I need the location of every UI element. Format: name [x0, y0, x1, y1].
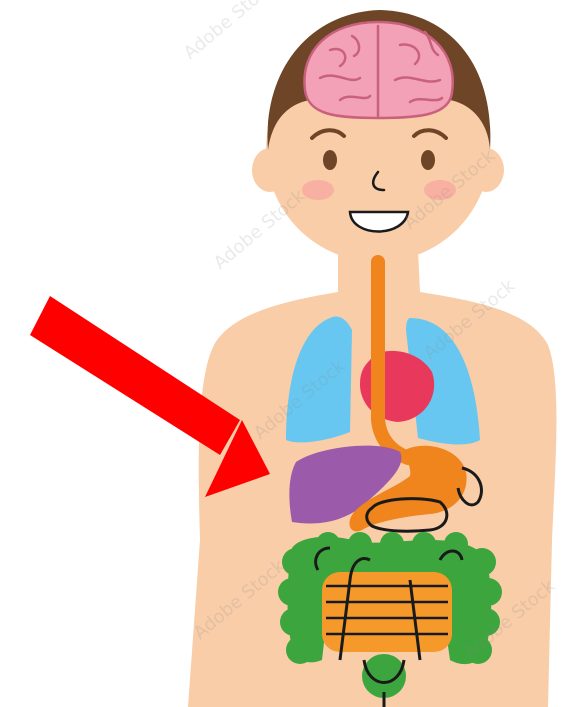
rectum	[362, 654, 406, 698]
right-eye	[421, 150, 435, 170]
left-cheek	[302, 180, 334, 200]
watermark-text-3: Adobe Stock	[210, 185, 310, 274]
left-ear	[252, 148, 288, 192]
left-eye	[323, 150, 337, 170]
watermark-text-1: Adobe Stock	[180, 0, 280, 64]
